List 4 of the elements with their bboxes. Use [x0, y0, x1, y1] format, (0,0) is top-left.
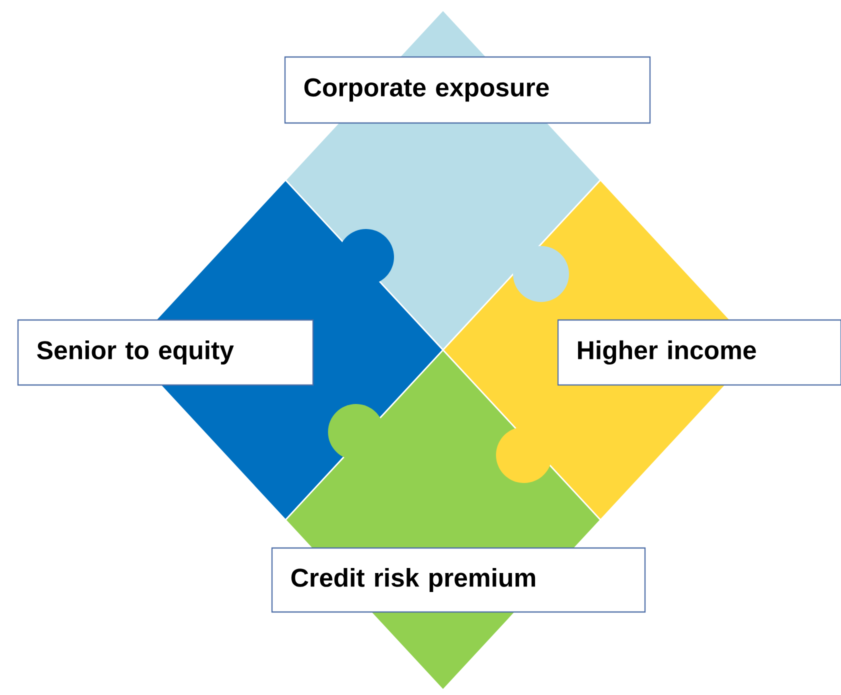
label-box: Higher income: [557, 319, 841, 386]
label-box: Corporate exposure: [284, 56, 651, 124]
label-box: Credit risk premium: [271, 547, 646, 613]
label-box: Senior to equity: [17, 319, 314, 386]
